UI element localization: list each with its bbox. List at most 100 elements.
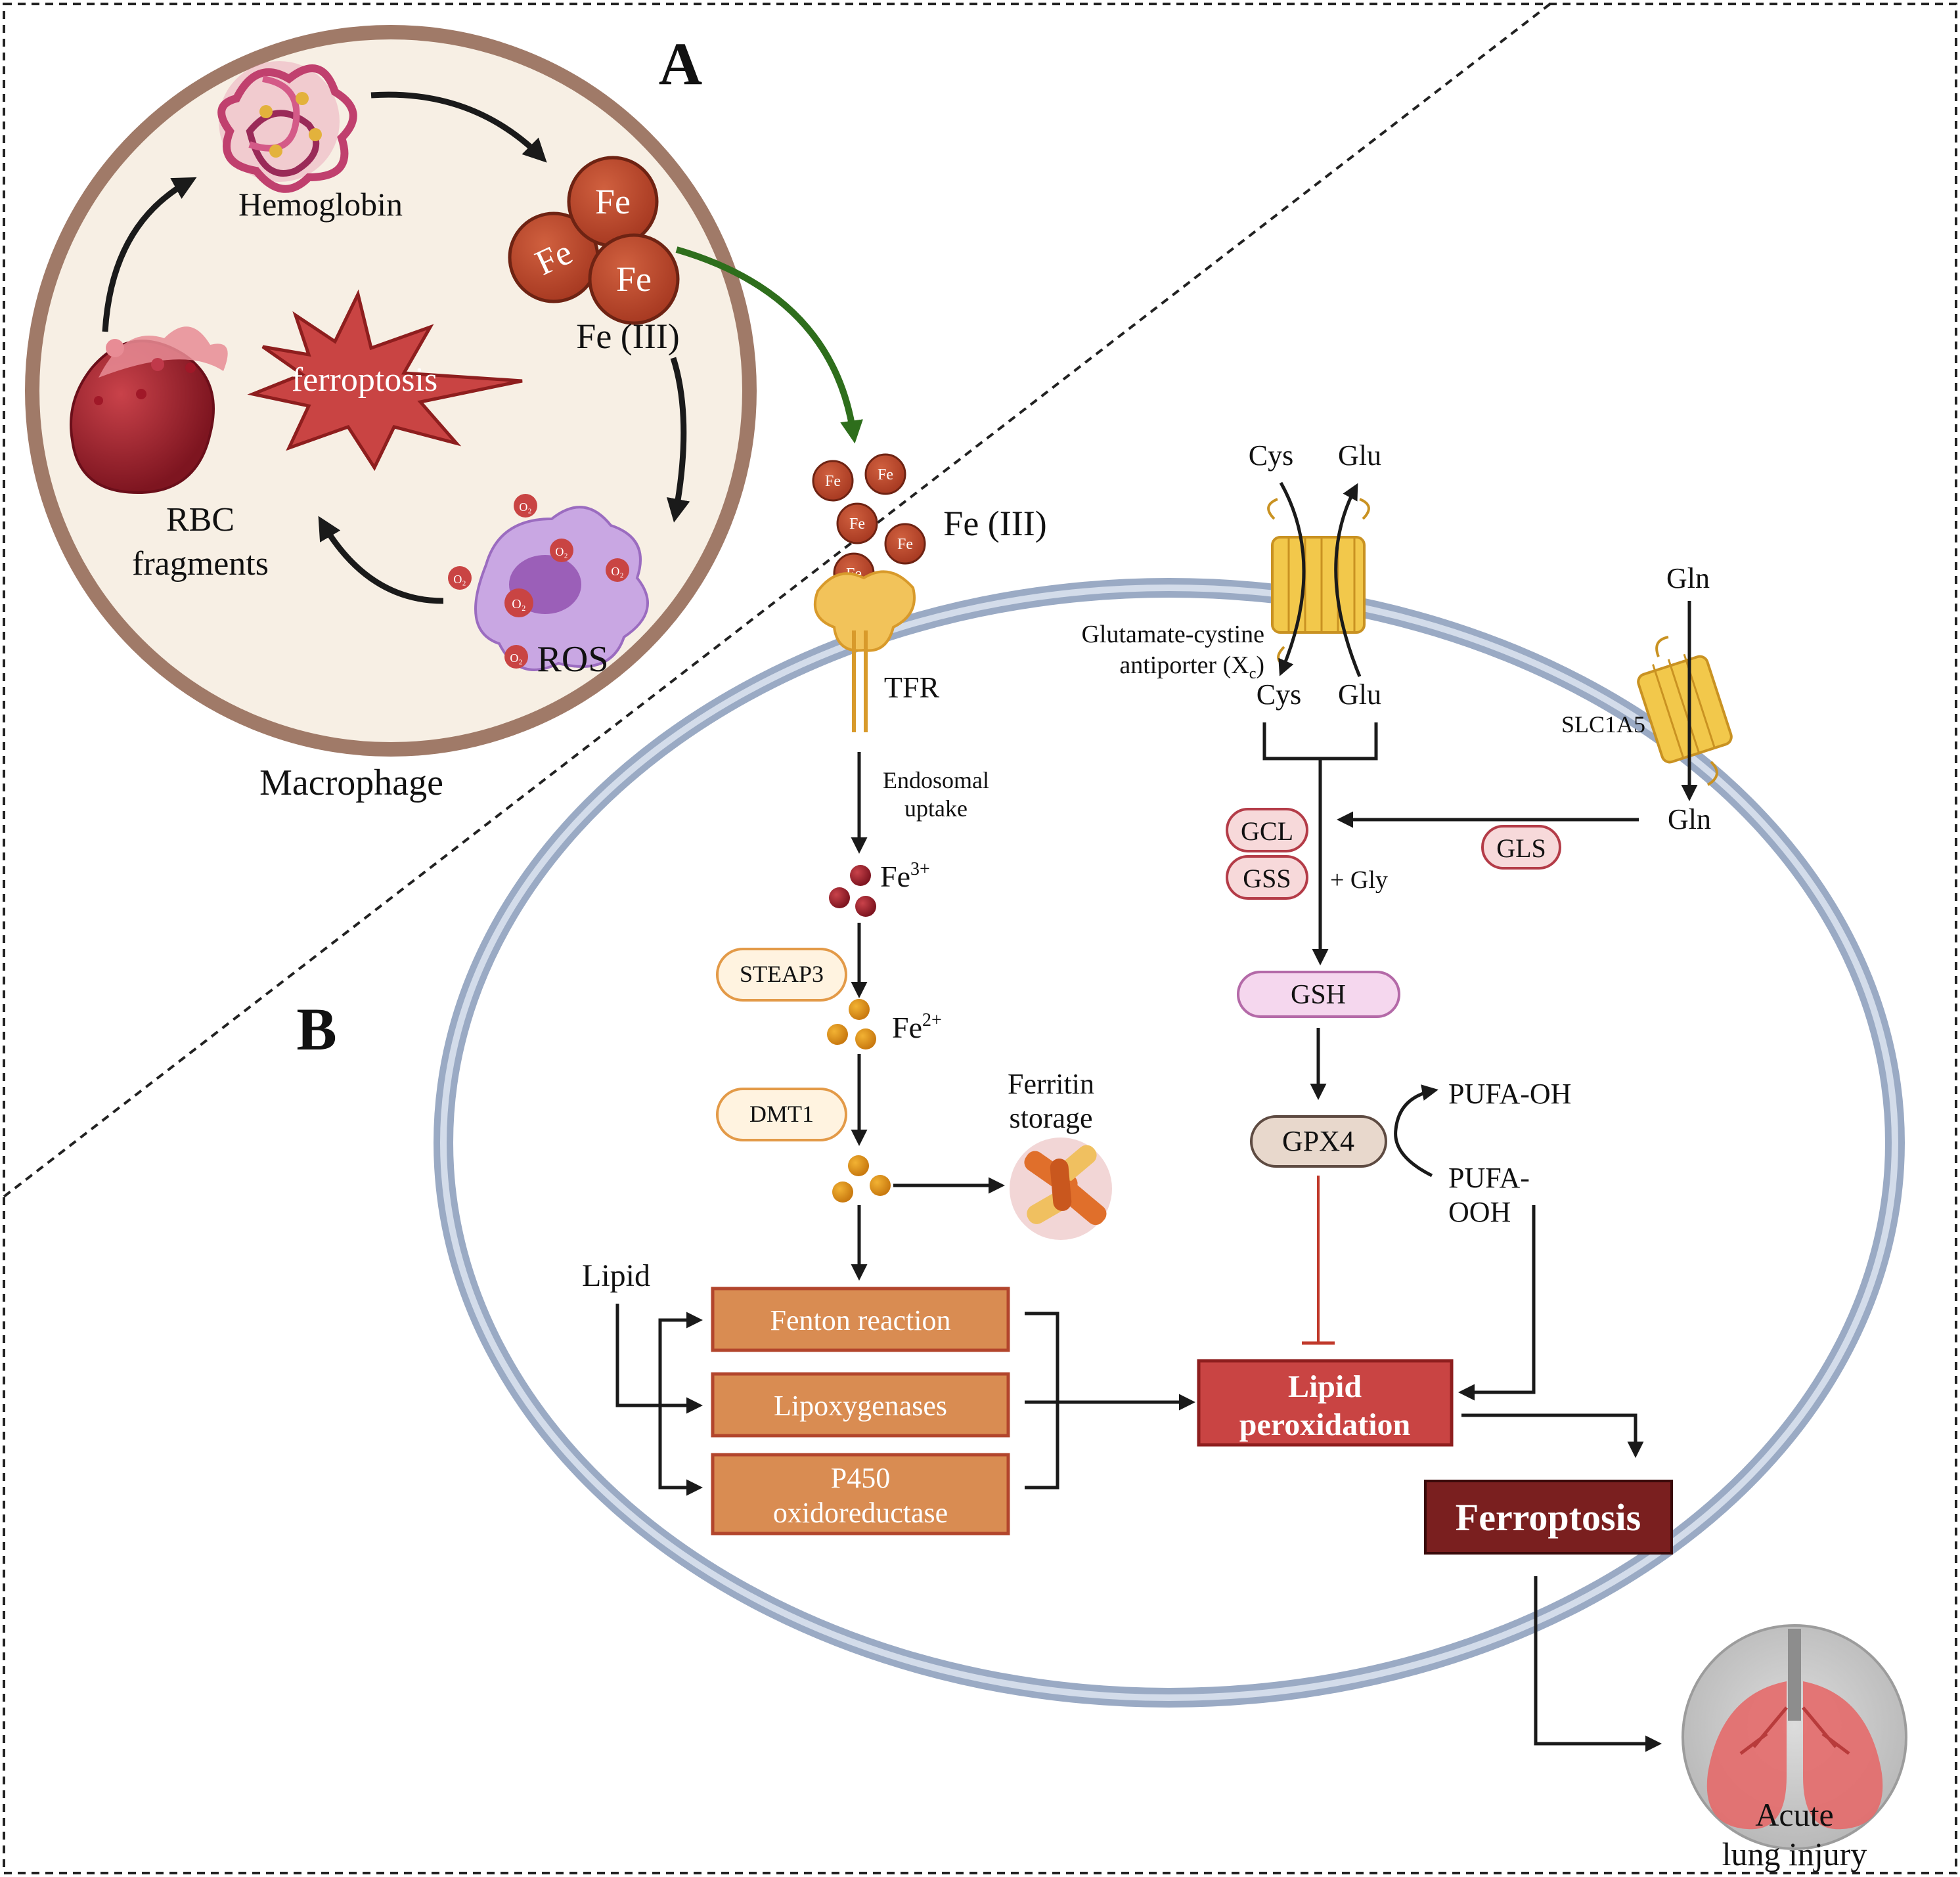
glu-top-label: Glu bbox=[1338, 439, 1381, 472]
arrow-glu-export bbox=[1334, 483, 1362, 677]
gls-label: GLS bbox=[1496, 833, 1546, 863]
p450-label-line2: oxidoreductase bbox=[773, 1497, 948, 1529]
fe-ball-top-label: Fe bbox=[595, 182, 631, 221]
gcl-pill bbox=[1226, 808, 1308, 852]
fe-cluster-b: Fe Fe Fe Fe Fe bbox=[812, 453, 926, 594]
gss-pill bbox=[1226, 855, 1308, 900]
arrow-rbc-to-hemoglobin bbox=[102, 177, 197, 332]
fe2-balls bbox=[827, 999, 876, 1049]
fe-small-2-label: Fe bbox=[878, 466, 893, 483]
ferritin-label-line2: storage bbox=[1009, 1102, 1092, 1134]
ros-cell-icon: O₂ O₂ O₂ O₂ O₂ O₂ bbox=[448, 494, 649, 671]
svg-text:O₂: O₂ bbox=[519, 500, 531, 514]
lipid-perox-label-line1: Lipid bbox=[1288, 1369, 1362, 1404]
hemoglobin-label: Hemoglobin bbox=[238, 186, 403, 223]
panel-b-letter: B bbox=[296, 996, 336, 1063]
acute-label-line1: Acute bbox=[1755, 1796, 1833, 1833]
glu-bottom-label: Glu bbox=[1338, 678, 1381, 711]
fe3-balls bbox=[829, 865, 876, 917]
ros-badge-3: O₂ bbox=[448, 566, 472, 590]
gly-label: + Gly bbox=[1330, 866, 1388, 894]
cys-top-label: Cys bbox=[1249, 439, 1293, 472]
ferritin-icon bbox=[1010, 1137, 1112, 1240]
svg-text:O₂: O₂ bbox=[510, 651, 522, 665]
lipid-peroxidation-box bbox=[1197, 1359, 1454, 1447]
steap3-pill bbox=[716, 948, 847, 1002]
iron-pool-balls bbox=[832, 1155, 891, 1203]
ferroptosis-box bbox=[1424, 1480, 1673, 1555]
ros-badge-5: O₂ bbox=[504, 588, 533, 617]
endosomal-label-line2: uptake bbox=[904, 795, 968, 822]
fenton-reaction-box bbox=[711, 1287, 1010, 1352]
panel-b: B Fe Fe Fe Fe Fe Fe (III) TFR Endosomal … bbox=[296, 439, 1907, 1872]
antiporter-icon bbox=[1267, 498, 1370, 668]
fe-small-3-label: Fe bbox=[849, 516, 865, 533]
svg-text:O₂: O₂ bbox=[611, 565, 623, 578]
ferroptosis-label-a: ferroptosis bbox=[292, 361, 437, 399]
ferroptosis-starburst-icon bbox=[247, 289, 523, 472]
endosomal-label-line1: Endosomal bbox=[883, 767, 989, 793]
p450-box bbox=[711, 1453, 1010, 1535]
fe-cluster-a: Fe Fe Fe bbox=[508, 156, 680, 325]
ros-badge-1: O₂ bbox=[514, 494, 537, 518]
ros-badge-6: O₂ bbox=[504, 645, 528, 669]
rbc-fragments-icon bbox=[70, 326, 228, 495]
arrow-ferroptosis-to-lung bbox=[1534, 1576, 1662, 1752]
rbc-label-line1: RBC bbox=[166, 501, 234, 539]
panel-a-letter: A bbox=[659, 30, 702, 97]
fe-small-3 bbox=[836, 502, 878, 544]
lipoxygenases-label: Lipoxygenases bbox=[774, 1390, 947, 1422]
slc1a5-icon bbox=[1637, 636, 1733, 786]
fe-iii-label-b: Fe (III) bbox=[943, 504, 1046, 543]
gcl-label: GCL bbox=[1241, 816, 1293, 846]
ros-label: ROS bbox=[537, 639, 609, 680]
arrow-pufa-ooh-to-oh bbox=[1394, 1084, 1438, 1178]
fe2-label: Fe2+ bbox=[892, 1010, 942, 1044]
arrow-fe-to-tfr bbox=[675, 246, 863, 444]
gss-label: GSS bbox=[1243, 864, 1291, 893]
gln-bottom-label: Gln bbox=[1668, 803, 1711, 835]
ferroptosis-label-b: Ferroptosis bbox=[1456, 1496, 1641, 1539]
arrow-ros-to-ferroptosis bbox=[318, 516, 444, 604]
arrow-hemoglobin-to-fe bbox=[370, 91, 547, 163]
svg-text:O₂: O₂ bbox=[555, 545, 568, 558]
arrow-pufa-ooh-to-lipid-perox bbox=[1458, 1205, 1536, 1401]
hemoglobin-icon bbox=[217, 61, 357, 193]
fe-iii-label-a: Fe (III) bbox=[576, 317, 679, 356]
lipoxygenases-box bbox=[711, 1372, 1010, 1438]
svg-text:O₂: O₂ bbox=[512, 597, 525, 611]
antiporter-label-line1: Glutamate-cystine bbox=[1081, 621, 1264, 648]
macrophage-label: Macrophage bbox=[259, 762, 443, 803]
gls-pill bbox=[1481, 825, 1561, 870]
ferritin-label-line1: Ferritin bbox=[1008, 1068, 1094, 1100]
ros-badge-4: O₂ bbox=[606, 558, 629, 582]
lipid-perox-label-line2: peroxidation bbox=[1239, 1407, 1410, 1442]
arrow-lipid-to-p450 bbox=[658, 1405, 703, 1496]
fe-ball-right-label: Fe bbox=[616, 259, 652, 299]
arrow-fe-to-ros bbox=[666, 357, 690, 523]
outer-frame bbox=[3, 3, 1957, 1874]
fe-small-2 bbox=[864, 453, 906, 495]
gpx4-pill bbox=[1250, 1115, 1387, 1168]
fe-small-4 bbox=[884, 523, 926, 565]
steap3-label: STEAP3 bbox=[740, 961, 824, 987]
gln-top-label: Gln bbox=[1666, 562, 1710, 594]
fenton-label: Fenton reaction bbox=[770, 1304, 951, 1336]
gsh-label: GSH bbox=[1291, 980, 1346, 1010]
arrow-lipid-to-fenton bbox=[658, 1312, 703, 1405]
pufa-oh-label: PUFA-OH bbox=[1448, 1078, 1571, 1110]
cys-glu-bracket bbox=[1262, 722, 1378, 761]
gpx4-label: GPX4 bbox=[1282, 1125, 1354, 1157]
fe-ball-right bbox=[588, 233, 680, 325]
ros-badge-2: O₂ bbox=[550, 539, 573, 562]
fe-small-4-label: Fe bbox=[897, 536, 913, 553]
lipid-label: Lipid bbox=[582, 1258, 650, 1293]
cys-bottom-label: Cys bbox=[1257, 678, 1301, 711]
dmt1-label: DMT1 bbox=[749, 1101, 814, 1127]
antiporter-label-line2: antiporter (Xc) bbox=[1119, 651, 1264, 682]
svg-text:O₂: O₂ bbox=[453, 573, 466, 586]
tfr-receptor-icon bbox=[814, 570, 916, 732]
pufa-ooh-label-line2: OOH bbox=[1448, 1196, 1511, 1228]
fe-small-1-label: Fe bbox=[825, 473, 841, 490]
